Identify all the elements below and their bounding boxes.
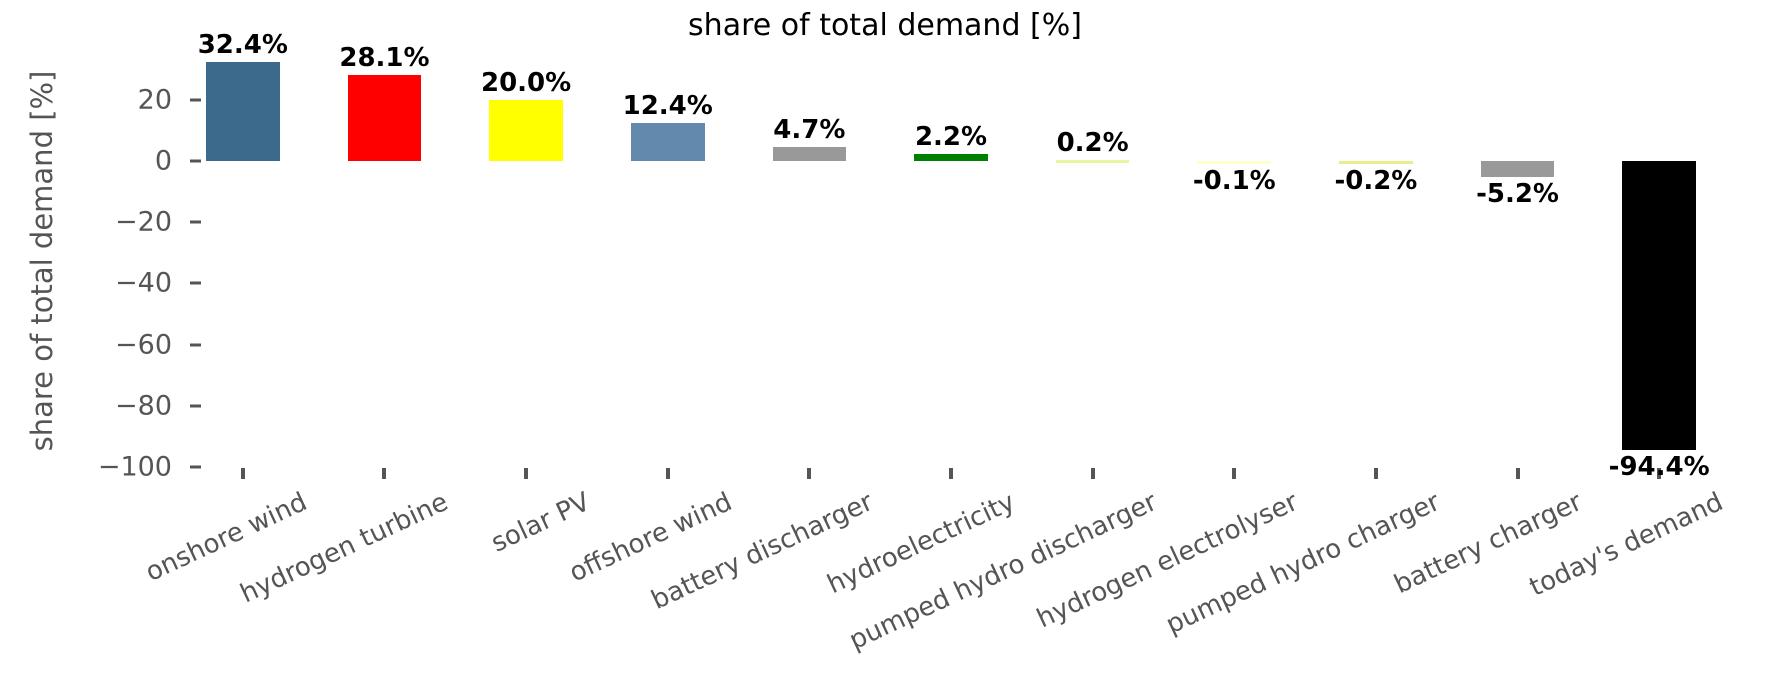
y-axis-tick-label: 0	[154, 145, 172, 177]
bar-value-label: 0.2%	[1056, 128, 1129, 159]
bar-value-label: 28.1%	[339, 43, 430, 74]
y-axis-tick-mark	[190, 281, 201, 285]
y-axis-tick-mark	[190, 159, 201, 163]
chart-title: share of total demand [%]	[688, 8, 1082, 43]
bar	[1622, 161, 1696, 450]
x-axis-tick-mark	[382, 468, 387, 479]
bar	[914, 154, 988, 162]
plot-area: 32.4% 28.1% 20.0% 12.4% 4.7% 2.2% 0.2% -0.1% -0.…	[172, 30, 1730, 482]
bar-value-label: -94.4%	[1608, 451, 1710, 482]
y-axis-tick-label: −100	[97, 451, 172, 483]
bar	[1197, 161, 1272, 165]
y-axis-tick-label: −80	[115, 390, 172, 422]
bar-value-label: 12.4%	[622, 91, 713, 122]
bar	[489, 99, 563, 162]
y-axis-tick-label: −40	[115, 267, 172, 299]
y-axis-tick-label: −20	[115, 206, 172, 238]
bar-value-label: 32.4%	[197, 30, 288, 60]
y-axis-tick-mark	[190, 404, 201, 408]
bar-value-label: -5.2%	[1476, 179, 1559, 209]
x-axis-tick-mark	[524, 468, 529, 479]
y-axis-tick-mark	[190, 465, 201, 469]
x-axis-tick-mark	[807, 468, 812, 479]
x-axis-tick-mark	[949, 468, 953, 479]
y-axis-tick-mark	[190, 220, 201, 224]
bar	[1055, 160, 1130, 164]
x-axis-tick-mark	[1657, 468, 1662, 479]
x-axis-tick-mark	[240, 468, 245, 479]
bar-value-label: 2.2%	[914, 122, 988, 153]
x-axis-tick-label: pumped hydro charger	[1161, 487, 1445, 641]
bar	[1339, 161, 1413, 165]
y-axis-tick-label: −60	[115, 329, 172, 361]
bar	[1480, 161, 1555, 177]
y-axis-tick-label: 20	[137, 84, 172, 116]
bar-value-label: 20.0%	[480, 67, 572, 98]
bar-value-label: -0.1%	[1192, 166, 1276, 197]
bar	[630, 123, 705, 162]
x-axis-tick-mark	[1373, 468, 1378, 479]
x-axis-tick-mark	[1515, 468, 1520, 479]
bar-value-label: -0.2%	[1334, 166, 1418, 197]
x-axis-tick-mark	[1090, 468, 1095, 479]
y-axis-tick-mark	[190, 343, 201, 347]
bar-value-label: 4.7%	[773, 114, 846, 145]
bar	[347, 75, 422, 162]
x-axis-tick-mark	[665, 468, 670, 479]
bar	[772, 146, 847, 162]
bar	[205, 62, 280, 162]
y-axis-tick-mark	[190, 98, 201, 102]
x-axis-tick-label: solar PV	[486, 487, 595, 559]
x-axis-tick-mark	[1232, 468, 1237, 479]
